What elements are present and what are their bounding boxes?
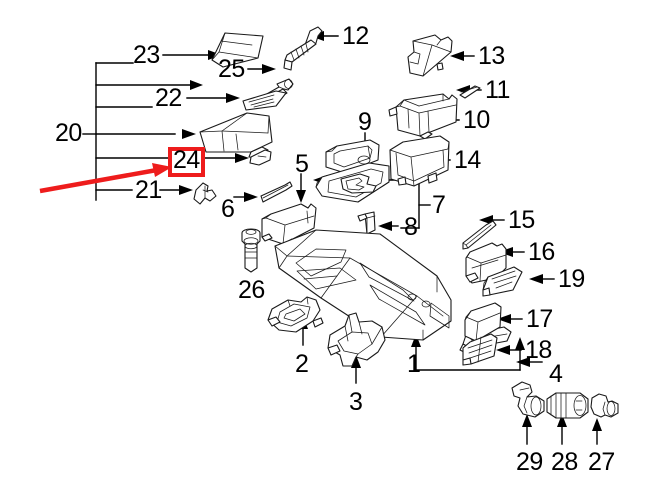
part-21-latch-striker xyxy=(193,182,217,205)
part-23-armrest-pad xyxy=(211,32,264,68)
callout-number-13: 13 xyxy=(478,42,505,70)
part-12-armrest-latch xyxy=(283,26,323,71)
part-24-armrest-catch xyxy=(249,149,272,166)
part-2-mounting-bracket xyxy=(267,296,324,333)
callout-number-3: 3 xyxy=(349,388,363,416)
part-13-compartment-lid xyxy=(407,34,453,77)
callout-number-25: 25 xyxy=(218,55,245,83)
callout-number-23: 23 xyxy=(133,41,160,69)
group-bracket-20 xyxy=(82,62,193,201)
part-20-armrest-base xyxy=(199,112,273,159)
callout-number-4: 4 xyxy=(549,360,563,388)
part-28-lighter-element xyxy=(546,392,589,419)
callout-number-28: 28 xyxy=(551,448,578,476)
callout-number-7: 7 xyxy=(432,191,446,219)
part-8-retainer-clip xyxy=(357,211,376,235)
callout-number-19: 19 xyxy=(558,265,585,293)
callout-number-26: 26 xyxy=(238,276,265,304)
callout-number-5: 5 xyxy=(295,150,309,178)
callout-number-24: 24 xyxy=(173,146,200,174)
callout-number-27: 27 xyxy=(588,448,615,476)
part-10-storage-compartment xyxy=(388,93,458,140)
callout-number-20: 20 xyxy=(55,119,82,147)
callout-number-22: 22 xyxy=(155,84,182,112)
part-15-trim-rail xyxy=(462,220,497,250)
callout-number-17: 17 xyxy=(526,305,553,333)
callout-number-15: 15 xyxy=(508,206,535,234)
part-17-vent-duct xyxy=(464,302,502,342)
part-18-vent-grille xyxy=(462,333,498,366)
callout-number-2: 2 xyxy=(295,350,309,378)
part-3-support-bracket xyxy=(327,312,386,367)
callout-number-16: 16 xyxy=(528,238,555,266)
callout-number-29: 29 xyxy=(516,448,543,476)
part-11-hinge-pin xyxy=(459,85,481,99)
callout-number-1: 1 xyxy=(407,350,421,378)
part-7-shift-bezel xyxy=(315,162,390,203)
callout-number-12: 12 xyxy=(342,22,369,50)
callout-number-6: 6 xyxy=(221,195,235,223)
callout-number-8: 8 xyxy=(404,213,418,241)
part-26-lighter-socket xyxy=(241,228,261,273)
part-19-ashtray-insert xyxy=(482,266,523,297)
callout-number-21: 21 xyxy=(135,176,162,204)
callout-number-18: 18 xyxy=(525,336,552,364)
part-14-storage-tray xyxy=(389,135,450,187)
callout-number-9: 9 xyxy=(358,108,372,136)
part-22-hinge-trim xyxy=(242,90,287,111)
part-16-ashtray-housing xyxy=(465,242,507,284)
part-29-power-outlet xyxy=(511,381,545,418)
part-6-molding-strip xyxy=(260,181,293,203)
callout-number-11: 11 xyxy=(485,76,510,104)
part-27-plug-cap xyxy=(590,393,619,418)
callout-number-10: 10 xyxy=(463,106,490,134)
part-console-body xyxy=(274,229,452,341)
highlight-annotation xyxy=(39,147,205,194)
callout-number-14: 14 xyxy=(454,146,481,174)
